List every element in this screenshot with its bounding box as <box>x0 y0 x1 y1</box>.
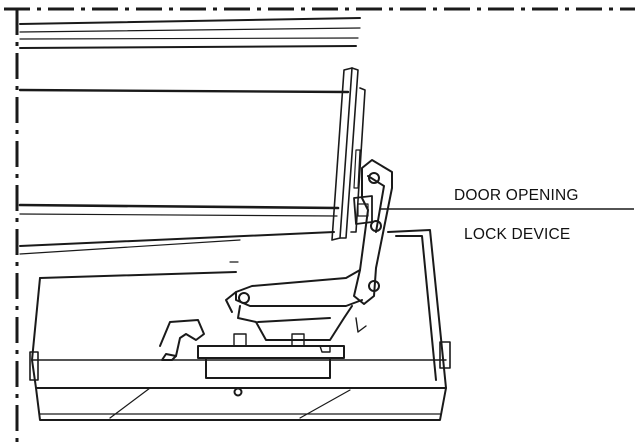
screw-hole <box>233 387 243 397</box>
hinge-pivot-top <box>368 172 380 184</box>
hinge-pivot-mid <box>370 220 382 232</box>
hinge-pivot-left <box>238 292 250 304</box>
door-panel <box>18 17 361 255</box>
hinge-pivot-low <box>368 280 380 292</box>
base-housing <box>29 229 451 421</box>
hinge-arms <box>225 159 393 341</box>
mounting-base <box>159 319 345 379</box>
lock-device <box>353 149 373 225</box>
boundary-lines <box>4 7 635 442</box>
door-opening-label: DOOR OPENING <box>454 187 579 204</box>
lock-device-label: LOCK DEVICE <box>464 226 571 243</box>
door-edge-plate <box>331 67 366 241</box>
